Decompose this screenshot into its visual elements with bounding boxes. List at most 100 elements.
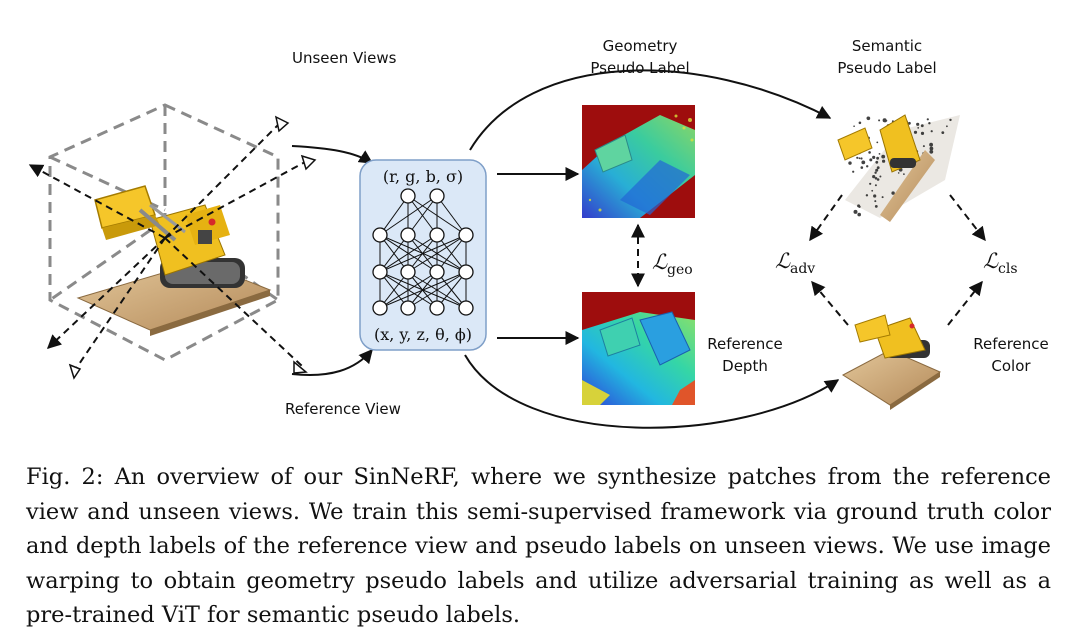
point-cloud-dot bbox=[920, 124, 924, 128]
mlp-node bbox=[429, 227, 445, 243]
reference-view-label: Reference View bbox=[285, 400, 401, 418]
point-cloud-dot bbox=[929, 142, 933, 147]
point-cloud-dot bbox=[913, 130, 918, 134]
mlp-node bbox=[372, 264, 388, 280]
mlp-edge bbox=[379, 234, 467, 273]
svg-text:ℒ: ℒ bbox=[983, 249, 999, 273]
point-cloud-dot bbox=[929, 146, 934, 151]
camera-rays bbox=[28, 124, 306, 371]
reference-color-line2: Color bbox=[991, 357, 1031, 375]
semantic-label-line2: Pseudo Label bbox=[837, 59, 936, 77]
point-cloud-dot bbox=[871, 189, 874, 192]
lego-reference-view-image bbox=[76, 185, 272, 336]
point-cloud-dot bbox=[874, 171, 877, 174]
point-cloud-dot bbox=[941, 131, 945, 135]
adv-loss-label: ℒ adv bbox=[775, 249, 815, 277]
point-cloud-dot bbox=[866, 165, 869, 168]
overview-figure: Unseen Views Reference View (r, g, b, σ)… bbox=[28, 37, 1049, 429]
mlp-node bbox=[400, 300, 416, 316]
semantic-pseudo-label-image bbox=[837, 114, 960, 222]
svg-text:adv: adv bbox=[790, 261, 815, 277]
cls-loss-label: ℒ cls bbox=[983, 249, 1018, 277]
point-cloud-dot bbox=[874, 177, 878, 180]
point-cloud-dot bbox=[872, 155, 876, 159]
geometry-pseudo-label-image bbox=[582, 105, 695, 218]
nerf-network: (r, g, b, σ) (x, y, z, θ, ϕ) bbox=[359, 159, 487, 351]
point-cloud-dot bbox=[929, 149, 934, 154]
mlp-node bbox=[372, 227, 388, 243]
mlp-node bbox=[400, 227, 416, 243]
svg-text:ℒ: ℒ bbox=[652, 250, 668, 274]
point-cloud-dot bbox=[897, 172, 900, 174]
point-cloud-dot bbox=[922, 145, 925, 148]
point-cloud-dot bbox=[860, 166, 864, 169]
mlp-node bbox=[458, 300, 474, 316]
point-cloud-dot bbox=[853, 209, 858, 214]
point-cloud-dot bbox=[882, 159, 886, 163]
point-cloud-dot bbox=[861, 160, 866, 165]
point-cloud-dot bbox=[865, 194, 869, 197]
point-cloud-dot bbox=[858, 121, 862, 125]
reference-depth-line2: Depth bbox=[722, 357, 768, 375]
mlp-node bbox=[400, 264, 416, 280]
svg-text:cls: cls bbox=[998, 261, 1018, 277]
network-to-color-arrow bbox=[464, 354, 840, 429]
mlp-node bbox=[400, 188, 416, 204]
mlp-node bbox=[458, 264, 474, 280]
point-cloud-dot bbox=[891, 191, 895, 195]
point-cloud-dot bbox=[926, 118, 929, 121]
point-cloud-dot bbox=[872, 175, 876, 179]
point-cloud-dot bbox=[928, 122, 931, 125]
point-cloud-dot bbox=[930, 130, 933, 133]
mlp-edge bbox=[407, 195, 438, 236]
point-cloud-dot bbox=[883, 119, 887, 123]
point-cloud-dot bbox=[879, 175, 882, 178]
mlp-edge bbox=[379, 195, 438, 236]
point-cloud-dot bbox=[876, 156, 879, 160]
mlp-node bbox=[429, 188, 445, 204]
point-cloud-dot bbox=[853, 125, 855, 127]
figure-caption: Fig. 2: An overview of our SinNeRF, wher… bbox=[26, 464, 1051, 628]
point-cloud-dot bbox=[876, 141, 879, 144]
point-cloud-dot bbox=[878, 119, 881, 122]
point-cloud-dot bbox=[869, 182, 872, 185]
svg-text:geo: geo bbox=[667, 262, 693, 278]
point-cloud-dot bbox=[852, 170, 855, 173]
mlp-edge bbox=[379, 271, 438, 309]
mlp-edge bbox=[436, 234, 467, 273]
mlp-node bbox=[429, 300, 445, 316]
point-cloud-dot bbox=[874, 200, 877, 203]
point-cloud-dot bbox=[949, 118, 952, 122]
mlp-edge bbox=[407, 271, 467, 309]
point-cloud-dot bbox=[869, 158, 873, 162]
mlp-graph bbox=[372, 188, 474, 316]
point-cloud-dot bbox=[866, 116, 871, 121]
point-cloud-dot bbox=[908, 121, 911, 125]
point-cloud-dot bbox=[858, 157, 861, 160]
point-cloud-dot bbox=[881, 154, 886, 159]
point-cloud-dot bbox=[874, 205, 878, 208]
network-output-label: (r, g, b, σ) bbox=[383, 167, 463, 186]
point-cloud-dot bbox=[876, 166, 880, 170]
mlp-node bbox=[458, 227, 474, 243]
reference-to-network-arrow bbox=[291, 348, 373, 376]
geometry-label-line2: Pseudo Label bbox=[590, 59, 689, 77]
camera-frustum-icons bbox=[68, 115, 317, 380]
point-cloud-dot bbox=[916, 122, 920, 126]
svg-text:ℒ: ℒ bbox=[775, 249, 791, 273]
mlp-edge bbox=[379, 271, 467, 309]
point-cloud-dot bbox=[876, 178, 880, 181]
point-cloud-dot bbox=[881, 196, 884, 199]
semantic-label-line1: Semantic bbox=[852, 37, 922, 55]
geometry-label-line1: Geometry bbox=[603, 37, 678, 55]
point-cloud-dot bbox=[868, 151, 871, 154]
network-input-label: (x, y, z, θ, ϕ) bbox=[374, 325, 472, 344]
unseen-to-network-arrow bbox=[291, 145, 374, 164]
point-cloud-dot bbox=[875, 168, 879, 172]
reference-color-image bbox=[842, 314, 942, 410]
geo-loss-label: ℒ geo bbox=[652, 250, 693, 278]
point-cloud-dot bbox=[903, 173, 905, 176]
point-cloud-dot bbox=[848, 161, 852, 165]
loss-arrows bbox=[809, 194, 986, 326]
point-cloud-dot bbox=[875, 160, 879, 164]
